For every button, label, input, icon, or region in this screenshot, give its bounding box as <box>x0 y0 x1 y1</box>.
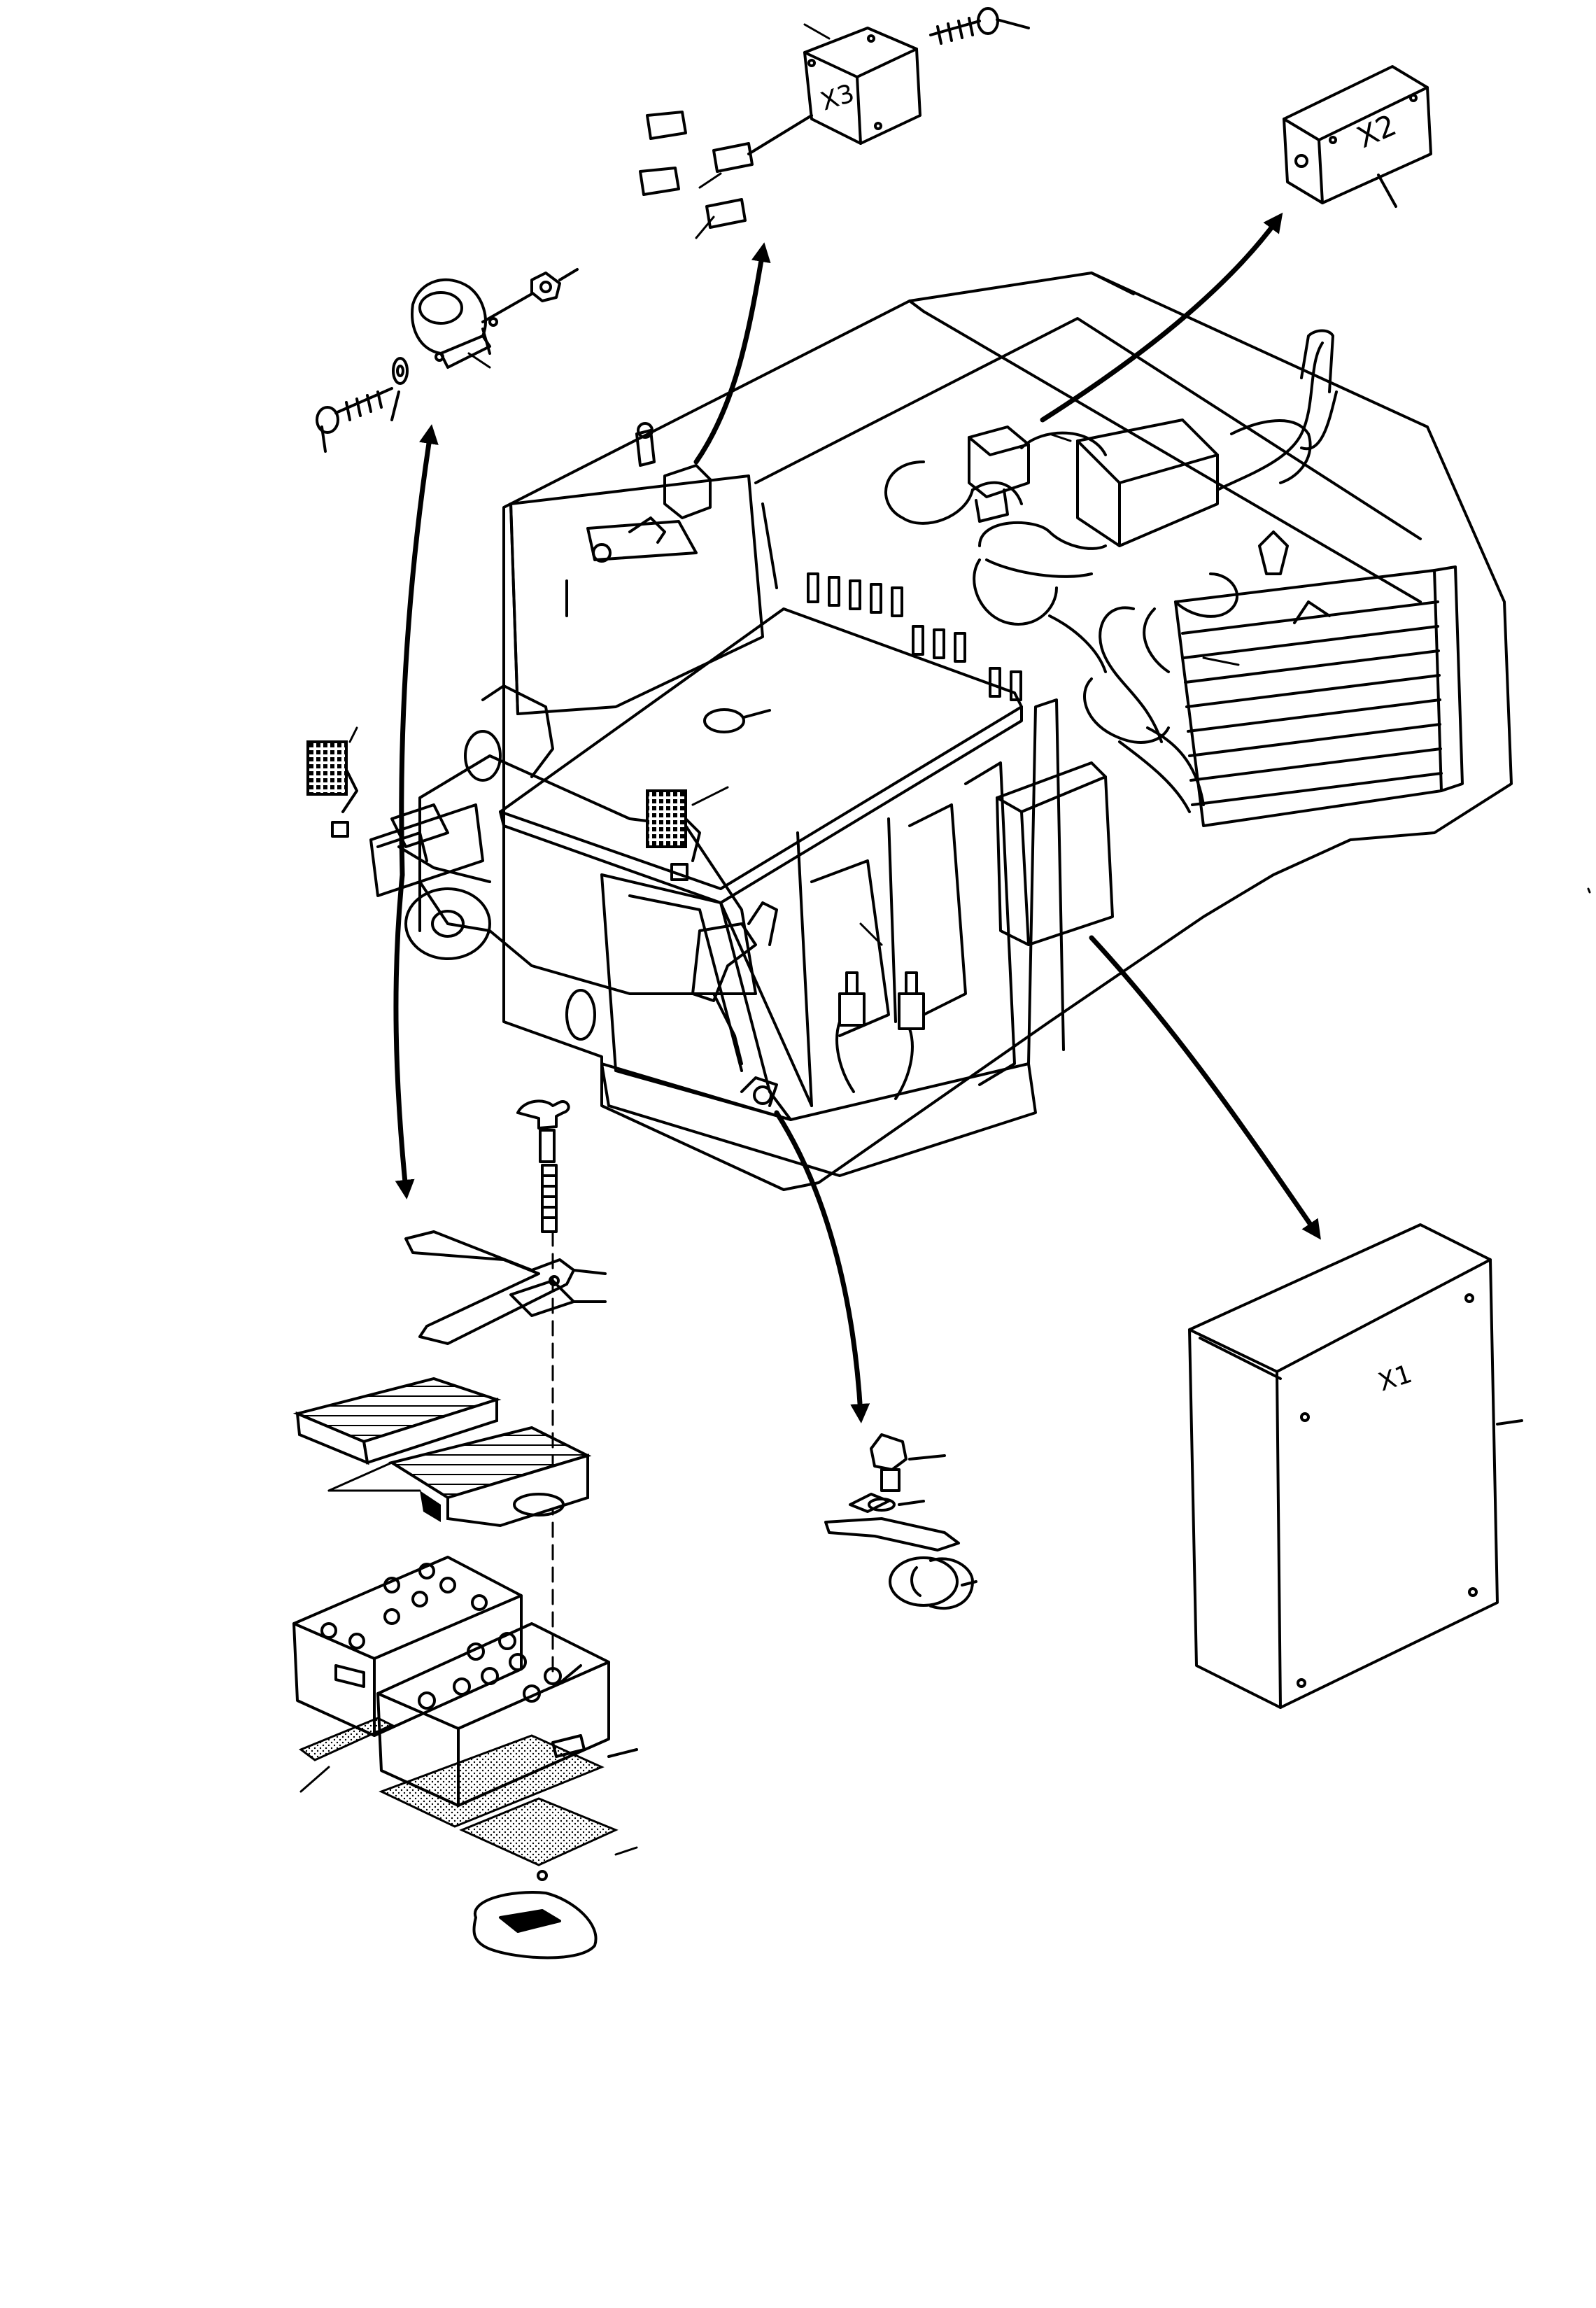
battery-right <box>376 1622 638 1807</box>
battery-clamp-bar <box>404 1230 607 1345</box>
x2-label: X2 <box>1352 108 1401 155</box>
leader-lines <box>859 432 1591 946</box>
horn-assembly <box>824 1433 977 1610</box>
battery-left <box>292 1556 523 1737</box>
power-socket <box>411 278 533 369</box>
junction-box-x2 <box>1283 65 1432 208</box>
junction-box-x1 <box>1188 1223 1523 1709</box>
operator-cab <box>499 607 1065 1177</box>
socket-screw <box>316 387 393 453</box>
radiator-slats <box>1181 600 1443 806</box>
battery-disconnect-block <box>472 1870 598 1959</box>
socket-nut <box>530 268 579 302</box>
junction-box-x3 <box>803 27 921 145</box>
callout-arrows <box>393 212 1321 1423</box>
battery-tray-covers <box>292 1377 592 1528</box>
roof-work-light <box>646 786 729 881</box>
machine-body <box>369 272 1513 1191</box>
socket-washer <box>390 357 409 421</box>
x3-label: X3 <box>817 79 858 117</box>
battery-pads <box>298 1717 638 1866</box>
front-work-light <box>306 726 358 838</box>
tank-fuse-holder <box>635 422 712 519</box>
x3-screw <box>929 7 1030 45</box>
battery-wing-bolt <box>516 1099 570 1233</box>
side-control-unit <box>996 761 1114 946</box>
injector-row <box>807 572 1022 701</box>
x3-fuses <box>639 111 813 229</box>
x1-label: X1 <box>1375 1360 1415 1398</box>
engine-relay-box <box>968 425 1030 523</box>
